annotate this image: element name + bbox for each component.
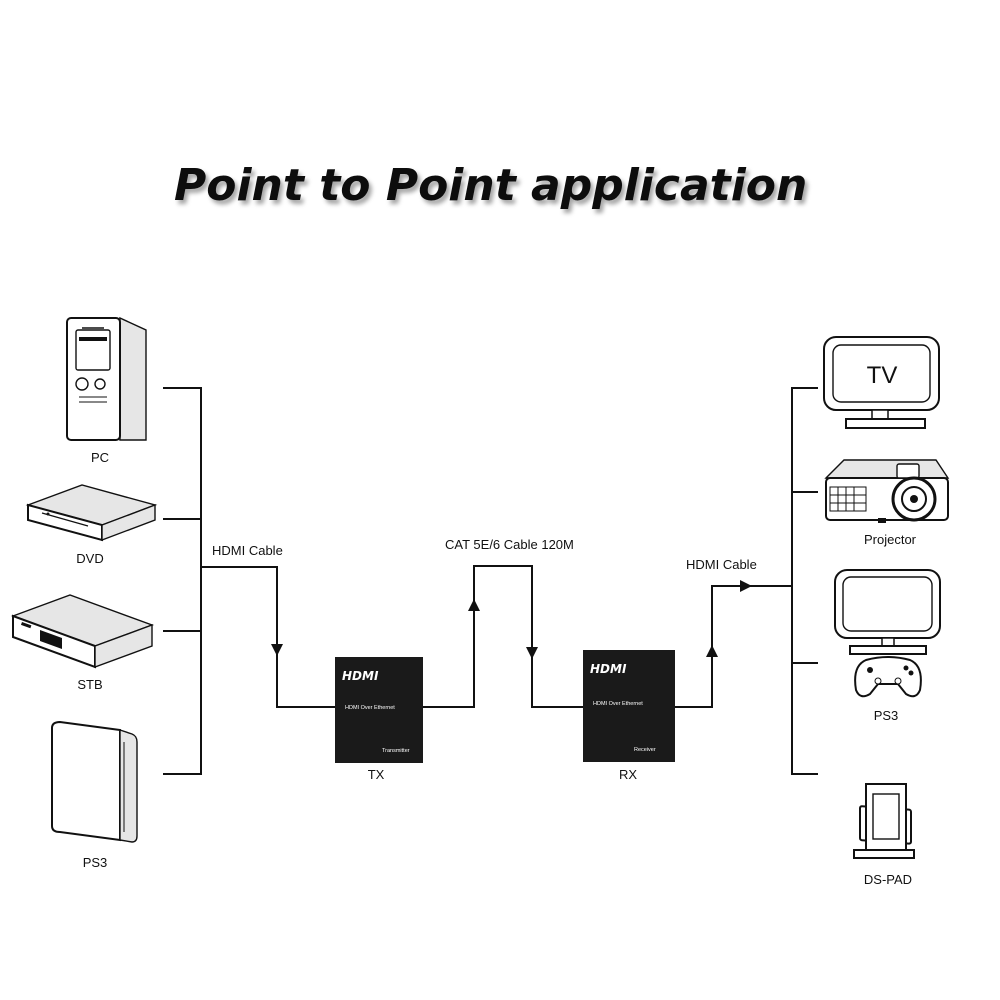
tx-role-text: Transmitter (382, 748, 410, 754)
output-bus (675, 387, 818, 775)
ps3-console-icon (51, 720, 138, 843)
display-label-ds-pad: DS-PAD (864, 872, 912, 887)
source-label-dvd: DVD (76, 551, 103, 566)
link-cable-label: CAT 5E/6 Cable 120M (445, 537, 574, 552)
rx-label: RX (619, 767, 637, 782)
input-cable-label: HDMI Cable (212, 543, 283, 558)
dvd-player-icon (25, 484, 158, 542)
source-label-stb: STB (77, 677, 102, 692)
diagram-title: Point to Point application (174, 160, 807, 211)
rx-model-text: HDMI Over Ethernet (593, 701, 643, 707)
source-label-pc: PC (91, 450, 109, 465)
source-label-ps3: PS3 (83, 855, 108, 870)
tv-screen-text: TV (867, 362, 898, 389)
tx-hdmi-logo: HDMI (342, 669, 379, 683)
projector-icon (824, 459, 950, 523)
tv-icon (823, 336, 940, 429)
input-bus (163, 387, 335, 775)
set-top-box-icon (10, 594, 155, 669)
rx-hdmi-logo: HDMI (590, 662, 627, 676)
ds-pad-kiosk-icon (853, 783, 915, 859)
output-cable-label: HDMI Cable (686, 557, 757, 572)
tx-model-text: HDMI Over Ethernet (345, 705, 395, 711)
receiver-box: HDMI HDMI Over Ethernet Receiver (583, 650, 675, 762)
cat-link (423, 565, 583, 708)
transmitter-box: HDMI HDMI Over Ethernet Transmitter (335, 657, 423, 763)
rx-role-text: Receiver (634, 747, 656, 753)
ps3-monitor-gamepad-icon (834, 569, 941, 698)
display-label-ps3: PS3 (874, 708, 899, 723)
tx-label: TX (368, 767, 385, 782)
pc-tower-icon (66, 316, 147, 441)
display-label-projector: Projector (864, 532, 917, 547)
